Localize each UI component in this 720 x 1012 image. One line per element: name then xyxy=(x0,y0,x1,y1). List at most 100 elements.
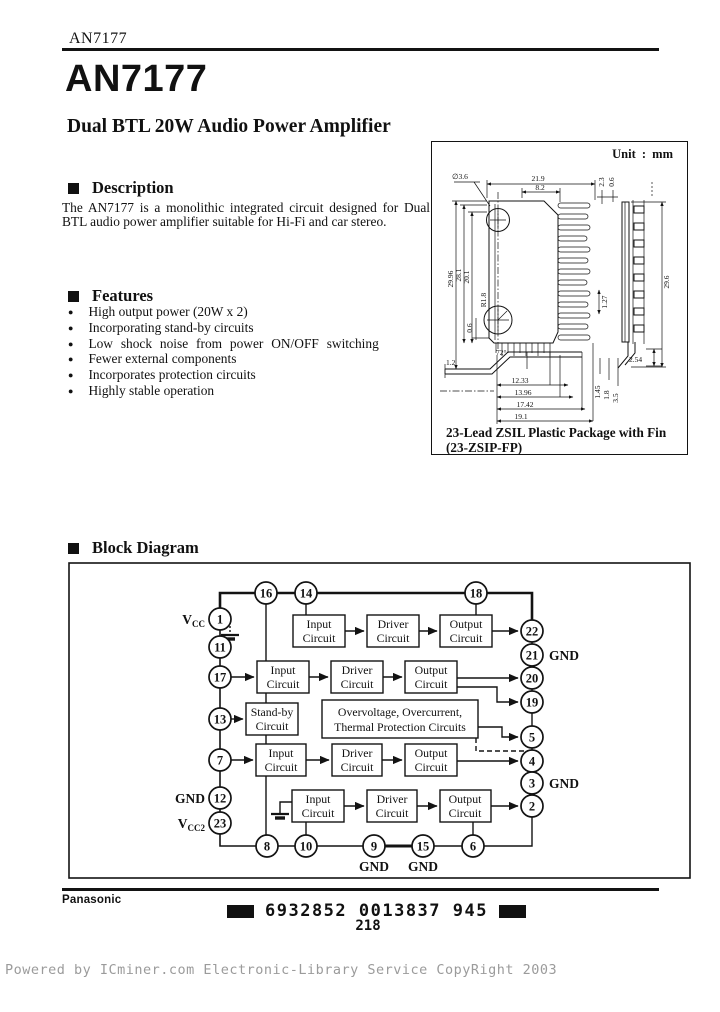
svg-text:Output: Output xyxy=(450,617,483,631)
dim-label: 2.54 xyxy=(629,355,642,364)
dim-label: 2.3 xyxy=(597,177,606,187)
svg-text:Thermal Protection Circuits: Thermal Protection Circuits xyxy=(334,720,466,734)
pin-20: 20 xyxy=(520,666,544,690)
feature-text: High output power (20W x 2) xyxy=(88,304,248,319)
page-number: 218 xyxy=(355,918,381,934)
svg-text:6: 6 xyxy=(470,840,476,854)
input-circuit-block: Input Circuit xyxy=(292,614,346,648)
dim-label: 19.1 xyxy=(514,412,527,421)
wires xyxy=(218,591,536,848)
block-diagram: Input Circuit Driver Circuit Output Circ… xyxy=(68,562,691,879)
gnd-label: GND xyxy=(549,648,579,663)
list-item: ●Highly stable operation xyxy=(68,384,440,400)
driver-circuit-block: Driver Circuit xyxy=(366,789,418,823)
dim-label: 0.6 xyxy=(607,177,616,187)
package-side-view xyxy=(617,182,653,369)
pin-terminals: 16 14 18 1 11 17 13 7 12 23 22 21 20 19 … xyxy=(208,581,544,858)
svg-text:Circuit: Circuit xyxy=(377,631,410,645)
bullet-icon: ● xyxy=(68,370,74,381)
dim-label: 0.6 xyxy=(465,323,474,333)
feature-text: Incorporates protection circuits xyxy=(88,367,256,383)
mount-hole-bottom xyxy=(483,305,513,335)
dim-label: 8.2 xyxy=(535,183,545,192)
features-heading: Features xyxy=(68,286,153,306)
dim-label: 17.42 xyxy=(517,400,534,409)
footer-rule xyxy=(62,888,659,891)
pin-3: 3 xyxy=(520,771,544,795)
heatsink-fins xyxy=(557,202,591,341)
page-title: AN7177 xyxy=(65,58,208,100)
pin-19: 19 xyxy=(520,690,544,714)
svg-text:Stand-by: Stand-by xyxy=(251,705,294,719)
package-leads-front xyxy=(495,343,551,356)
bullet-icon: ● xyxy=(68,322,74,333)
pin-18: 18 xyxy=(464,581,488,605)
pin-7: 7 xyxy=(208,748,232,772)
svg-text:13: 13 xyxy=(214,713,227,727)
hole-crosshair xyxy=(490,211,506,229)
svg-text:21: 21 xyxy=(526,649,539,663)
pin-17: 17 xyxy=(208,665,232,689)
barcode-block-icon xyxy=(498,904,526,918)
pin-1: 1 xyxy=(208,607,232,631)
svg-text:Driver: Driver xyxy=(342,663,373,677)
bullet-icon: ● xyxy=(68,354,74,365)
dim-label: 1.45 xyxy=(593,385,602,398)
input-circuit-block: Input Circuit xyxy=(256,660,310,694)
output-circuit-block: Output Circuit xyxy=(404,743,458,777)
svg-text:Circuit: Circuit xyxy=(303,631,336,645)
section-square-icon xyxy=(68,290,79,302)
dim-label: R1.8 xyxy=(479,293,488,308)
input-circuit-block: Input Circuit xyxy=(291,789,345,823)
package-caption: 23-Lead ZSIL Plastic Package with Fin (2… xyxy=(446,425,666,455)
bullet-icon: ● xyxy=(68,338,74,349)
vcc2-label: VCC2 xyxy=(178,816,206,833)
pin-labels: VCC GND VCC2 GND GND GND GND xyxy=(175,612,579,874)
section-square-icon xyxy=(68,542,79,554)
svg-text:Overvoltage, Overcurrent,: Overvoltage, Overcurrent, xyxy=(338,705,462,719)
svg-text:12: 12 xyxy=(214,792,227,806)
dim-label: 21.9 xyxy=(531,174,544,183)
feature-text: Fewer external components xyxy=(88,351,237,367)
dim-label: 13.96 xyxy=(515,388,532,397)
pin-12: 12 xyxy=(208,786,232,810)
pin-9: 9 xyxy=(362,834,386,858)
feature-text: Highly stable operation xyxy=(88,382,215,398)
output-circuit-block: Output Circuit xyxy=(404,660,458,694)
input-circuit-block: Input Circuit xyxy=(255,743,307,777)
header-rule xyxy=(62,48,659,51)
diagram-border xyxy=(68,562,691,879)
svg-text:1: 1 xyxy=(217,613,223,627)
svg-text:Driver: Driver xyxy=(377,792,408,806)
svg-text:19: 19 xyxy=(526,696,539,710)
dimension-lines xyxy=(444,180,666,424)
page-subtitle: Dual BTL 20W Audio Power Amplifier xyxy=(67,116,391,137)
list-item: ● Incorporating stand-by circuits xyxy=(68,319,440,337)
dim-label: 20.1 xyxy=(462,270,471,283)
svg-text:Circuit: Circuit xyxy=(450,631,483,645)
block-diagram-heading: Block Diagram xyxy=(68,538,199,558)
dim-label: ∅3.6 xyxy=(452,172,468,181)
svg-text:2: 2 xyxy=(529,800,535,814)
pin-2: 2 xyxy=(520,794,544,818)
dim-label: 72° xyxy=(496,348,507,357)
barcode-block-icon xyxy=(227,904,254,918)
svg-text:3: 3 xyxy=(529,777,535,791)
barcode-text: 6932852 0013837 945 xyxy=(265,901,488,921)
pin-5: 5 xyxy=(520,725,544,749)
svg-text:Circuit: Circuit xyxy=(415,760,448,774)
pin-10: 10 xyxy=(294,834,318,858)
watermark-text: Powered by ICminer.com Electronic-Librar… xyxy=(5,962,558,978)
pin-8: 8 xyxy=(255,834,279,858)
gnd-label: GND xyxy=(359,859,389,874)
header-model-number: AN7177 xyxy=(69,30,128,47)
features-list: ● High output power (20W x 2) ● Incorporat… xyxy=(68,305,440,400)
svg-text:Output: Output xyxy=(415,746,448,760)
feature-text: Incorporating stand-by circuits xyxy=(88,319,254,335)
protection-circuits-block: Overvoltage, Overcurrent, Thermal Protec… xyxy=(321,699,479,739)
svg-text:8: 8 xyxy=(264,840,270,854)
description-heading-label: Description xyxy=(92,178,174,197)
dim-label: 3.5 xyxy=(611,393,620,403)
pin-6: 6 xyxy=(461,834,485,858)
svg-text:9: 9 xyxy=(371,840,377,854)
